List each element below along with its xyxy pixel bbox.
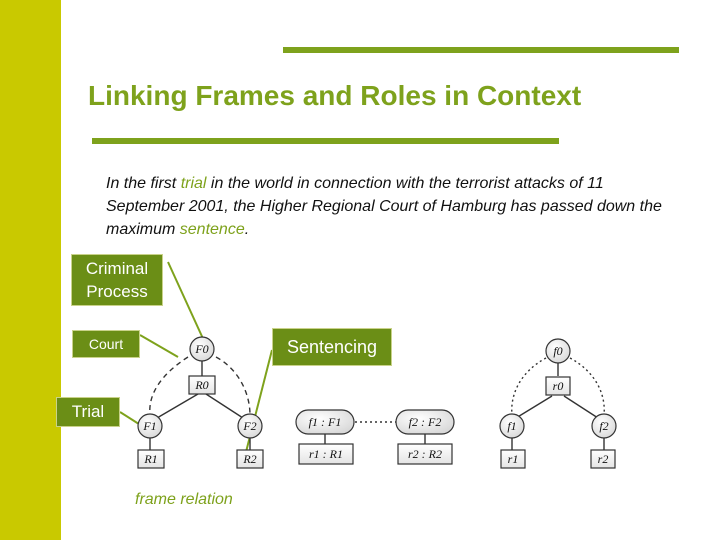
- left-top-role-box: [188, 375, 216, 395]
- left-role-to-child-right-edge: [205, 393, 244, 419]
- left-child-left-node-label: F1: [142, 419, 156, 433]
- sentence-part-3: .: [244, 221, 250, 238]
- middle-links: [324, 421, 426, 444]
- sentence-part-2: in the world in connection with the terr…: [106, 175, 662, 238]
- left-child-left-node: [137, 413, 163, 439]
- right-top-node: [545, 338, 571, 364]
- label-criminal-process-line2: Process: [86, 282, 148, 301]
- label-sentencing: Sentencing: [272, 328, 392, 366]
- middle-right-frame-node: [395, 409, 455, 435]
- label-court: Court: [72, 330, 140, 358]
- left-child-left-role-box: [137, 449, 165, 469]
- right-child-right-node: [591, 413, 617, 439]
- left-child-left-role-label: R1: [143, 452, 157, 466]
- right-role-to-child-left-edge: [515, 395, 553, 419]
- sentence-part-1: In the first: [106, 175, 181, 192]
- left-top-role-label: R0: [194, 378, 208, 392]
- label-criminal-process-line1: Criminal: [85, 259, 149, 278]
- right-child-left-role-label: r1: [508, 452, 519, 466]
- label-trial: Trial: [56, 397, 120, 427]
- left-top-node-label: F0: [194, 342, 208, 356]
- slide-title: Linking Frames and Roles in Context: [88, 80, 582, 111]
- left-child-right-node: [237, 413, 263, 439]
- right-child-left-node: [499, 413, 525, 439]
- frame-relation-caption: frame relation: [135, 491, 233, 508]
- sentence-highlight-sentence: sentence: [179, 221, 245, 238]
- title-underline-rule: [92, 138, 559, 144]
- middle-right-role-label: r2 : R2: [408, 447, 442, 461]
- left-sidebar-bar: [0, 0, 61, 540]
- sentence-highlight-trial: trial: [180, 175, 207, 192]
- criminal-process-connector: [167, 261, 206, 344]
- right-dotted-arc-right: [569, 357, 605, 416]
- left-child-right-role-box: [236, 449, 264, 469]
- middle-left-role-box: [298, 443, 354, 465]
- right-dotted-arc-left: [511, 357, 547, 416]
- top-rule: [283, 47, 679, 53]
- right-top-role-box: [545, 376, 571, 396]
- left-graph: [149, 356, 251, 450]
- middle-left-frame-label: f1 : F1: [309, 415, 342, 429]
- right-role-to-child-right-edge: [563, 395, 599, 419]
- right-child-right-node-label: f2: [599, 419, 608, 433]
- label-court-text: Court: [88, 336, 124, 352]
- left-dashed-arc-right: [215, 356, 251, 416]
- left-top-node: [189, 336, 215, 362]
- middle-right-role-box: [397, 443, 453, 465]
- right-graph: [511, 357, 605, 450]
- label-trial-text: Trial: [71, 402, 105, 421]
- right-top-role-label: r0: [553, 379, 564, 393]
- left-child-right-node-label: F2: [242, 419, 256, 433]
- right-child-left-node-label: f1: [507, 419, 516, 433]
- middle-left-role-label: r1 : R1: [309, 447, 343, 461]
- left-dashed-arc-left: [149, 356, 189, 416]
- middle-left-frame-node: [295, 409, 355, 435]
- court-connector: [139, 334, 179, 358]
- right-child-left-role-box: [500, 449, 526, 469]
- right-child-right-role-label: r2: [598, 452, 609, 466]
- left-role-to-child-left-edge: [156, 393, 199, 419]
- left-child-right-role-label: R2: [242, 452, 256, 466]
- right-top-node-label: f0: [553, 344, 562, 358]
- label-sentencing-text: Sentencing: [286, 336, 378, 357]
- example-sentence: In the first trial in the world in conne…: [106, 172, 686, 241]
- right-child-right-role-box: [590, 449, 616, 469]
- middle-right-frame-label: f2 : F2: [409, 415, 442, 429]
